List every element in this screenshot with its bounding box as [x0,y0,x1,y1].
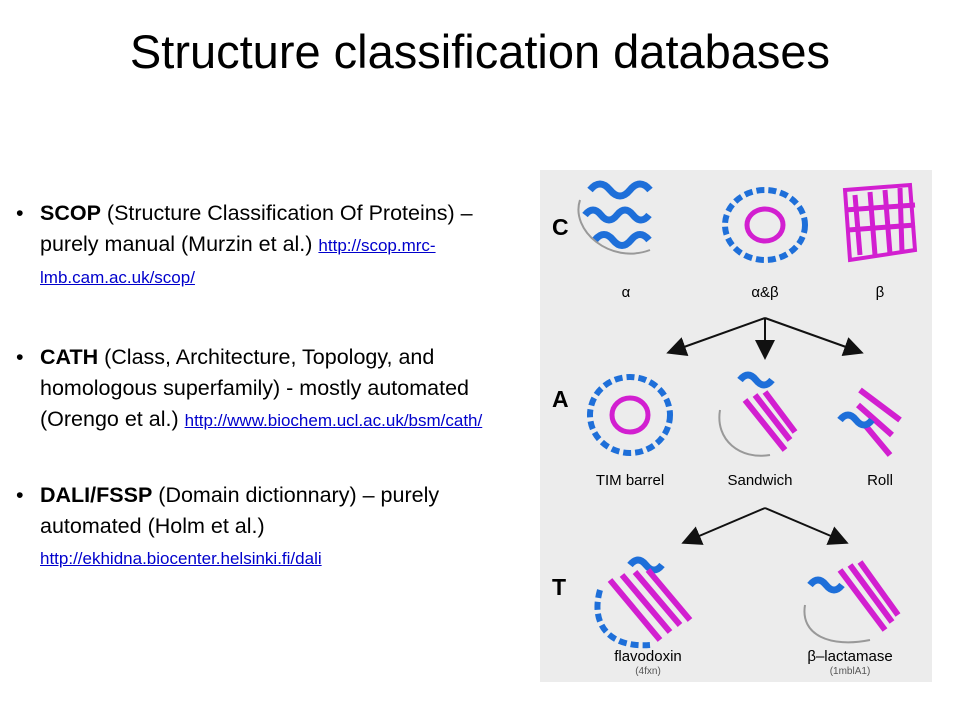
cath-link[interactable]: http://www.biochem.ucl.ac.uk/bsm/cath/ [184,411,483,430]
bullet-list: • SCOP (Structure Classification Of Prot… [16,198,528,574]
class-to-architecture-arrows [666,317,864,360]
flavodoxin-structure-icon [594,556,693,649]
class-alpha-beta-label: α&β [751,284,779,301]
beta-structure-icon [842,182,918,263]
class-beta-label: β [875,284,885,301]
beta-lactamase-structure-icon [803,560,901,644]
sandwich-structure-icon [718,371,798,457]
arch-roll-label: Roll [867,472,893,489]
alpha-structure-icon [577,180,653,255]
level-a-label: A [552,386,569,412]
tim-barrel-structure-icon [587,374,673,456]
topo-beta-lactamase-label: β–lactamase [807,648,893,665]
bullet-dot: • [16,201,24,225]
bullet-term: DALI/FSSP [40,483,153,507]
arch-sandwich-label: Sandwich [727,472,793,489]
bullet-text: (Structure Classification Of Proteins) –… [40,201,473,256]
topo-flavodoxin-label: flavodoxin [614,648,682,665]
protein-structure-drawings [577,180,918,649]
bullet-text: (Class, Architecture, Topology, and homo… [40,345,469,431]
bullet-dot: • [16,483,24,507]
topo-beta-lactamase-id: (1mblA1) [829,666,871,677]
slide-title: Structure classification databases [129,25,831,78]
alpha-beta-structure-icon [722,187,808,263]
bullet-dali: • DALI/FSSP (Domain dictionnary) – purel… [16,480,528,574]
bullet-cath: • CATH (Class, Architecture, Topology, a… [16,342,528,436]
architecture-to-topology-arrows [681,507,849,545]
bullet-text: (Domain dictionnary) – purely automated … [40,483,440,538]
topo-flavodoxin-id: (4fxn) [635,666,661,677]
cath-hierarchy-figure: C A T α α&β β TIM barrel Sandwich Roll f… [540,170,932,682]
level-c-label: C [552,214,569,240]
bullet-term: SCOP [40,201,101,225]
dali-link[interactable]: http://ekhidna.biocenter.helsinki.fi/dal… [40,549,322,568]
class-alpha-label: α [621,284,631,301]
roll-structure-icon [837,387,902,457]
scop-link[interactable]: http://scop.mrc-lmb.cam.ac.uk/scop/ [40,236,436,287]
bullet-term: CATH [40,345,99,369]
level-t-label: T [552,574,567,600]
bullet-scop: • SCOP (Structure Classification Of Prot… [16,198,528,293]
bullet-dot: • [16,345,24,369]
arch-tim-barrel-label: TIM barrel [595,472,665,489]
